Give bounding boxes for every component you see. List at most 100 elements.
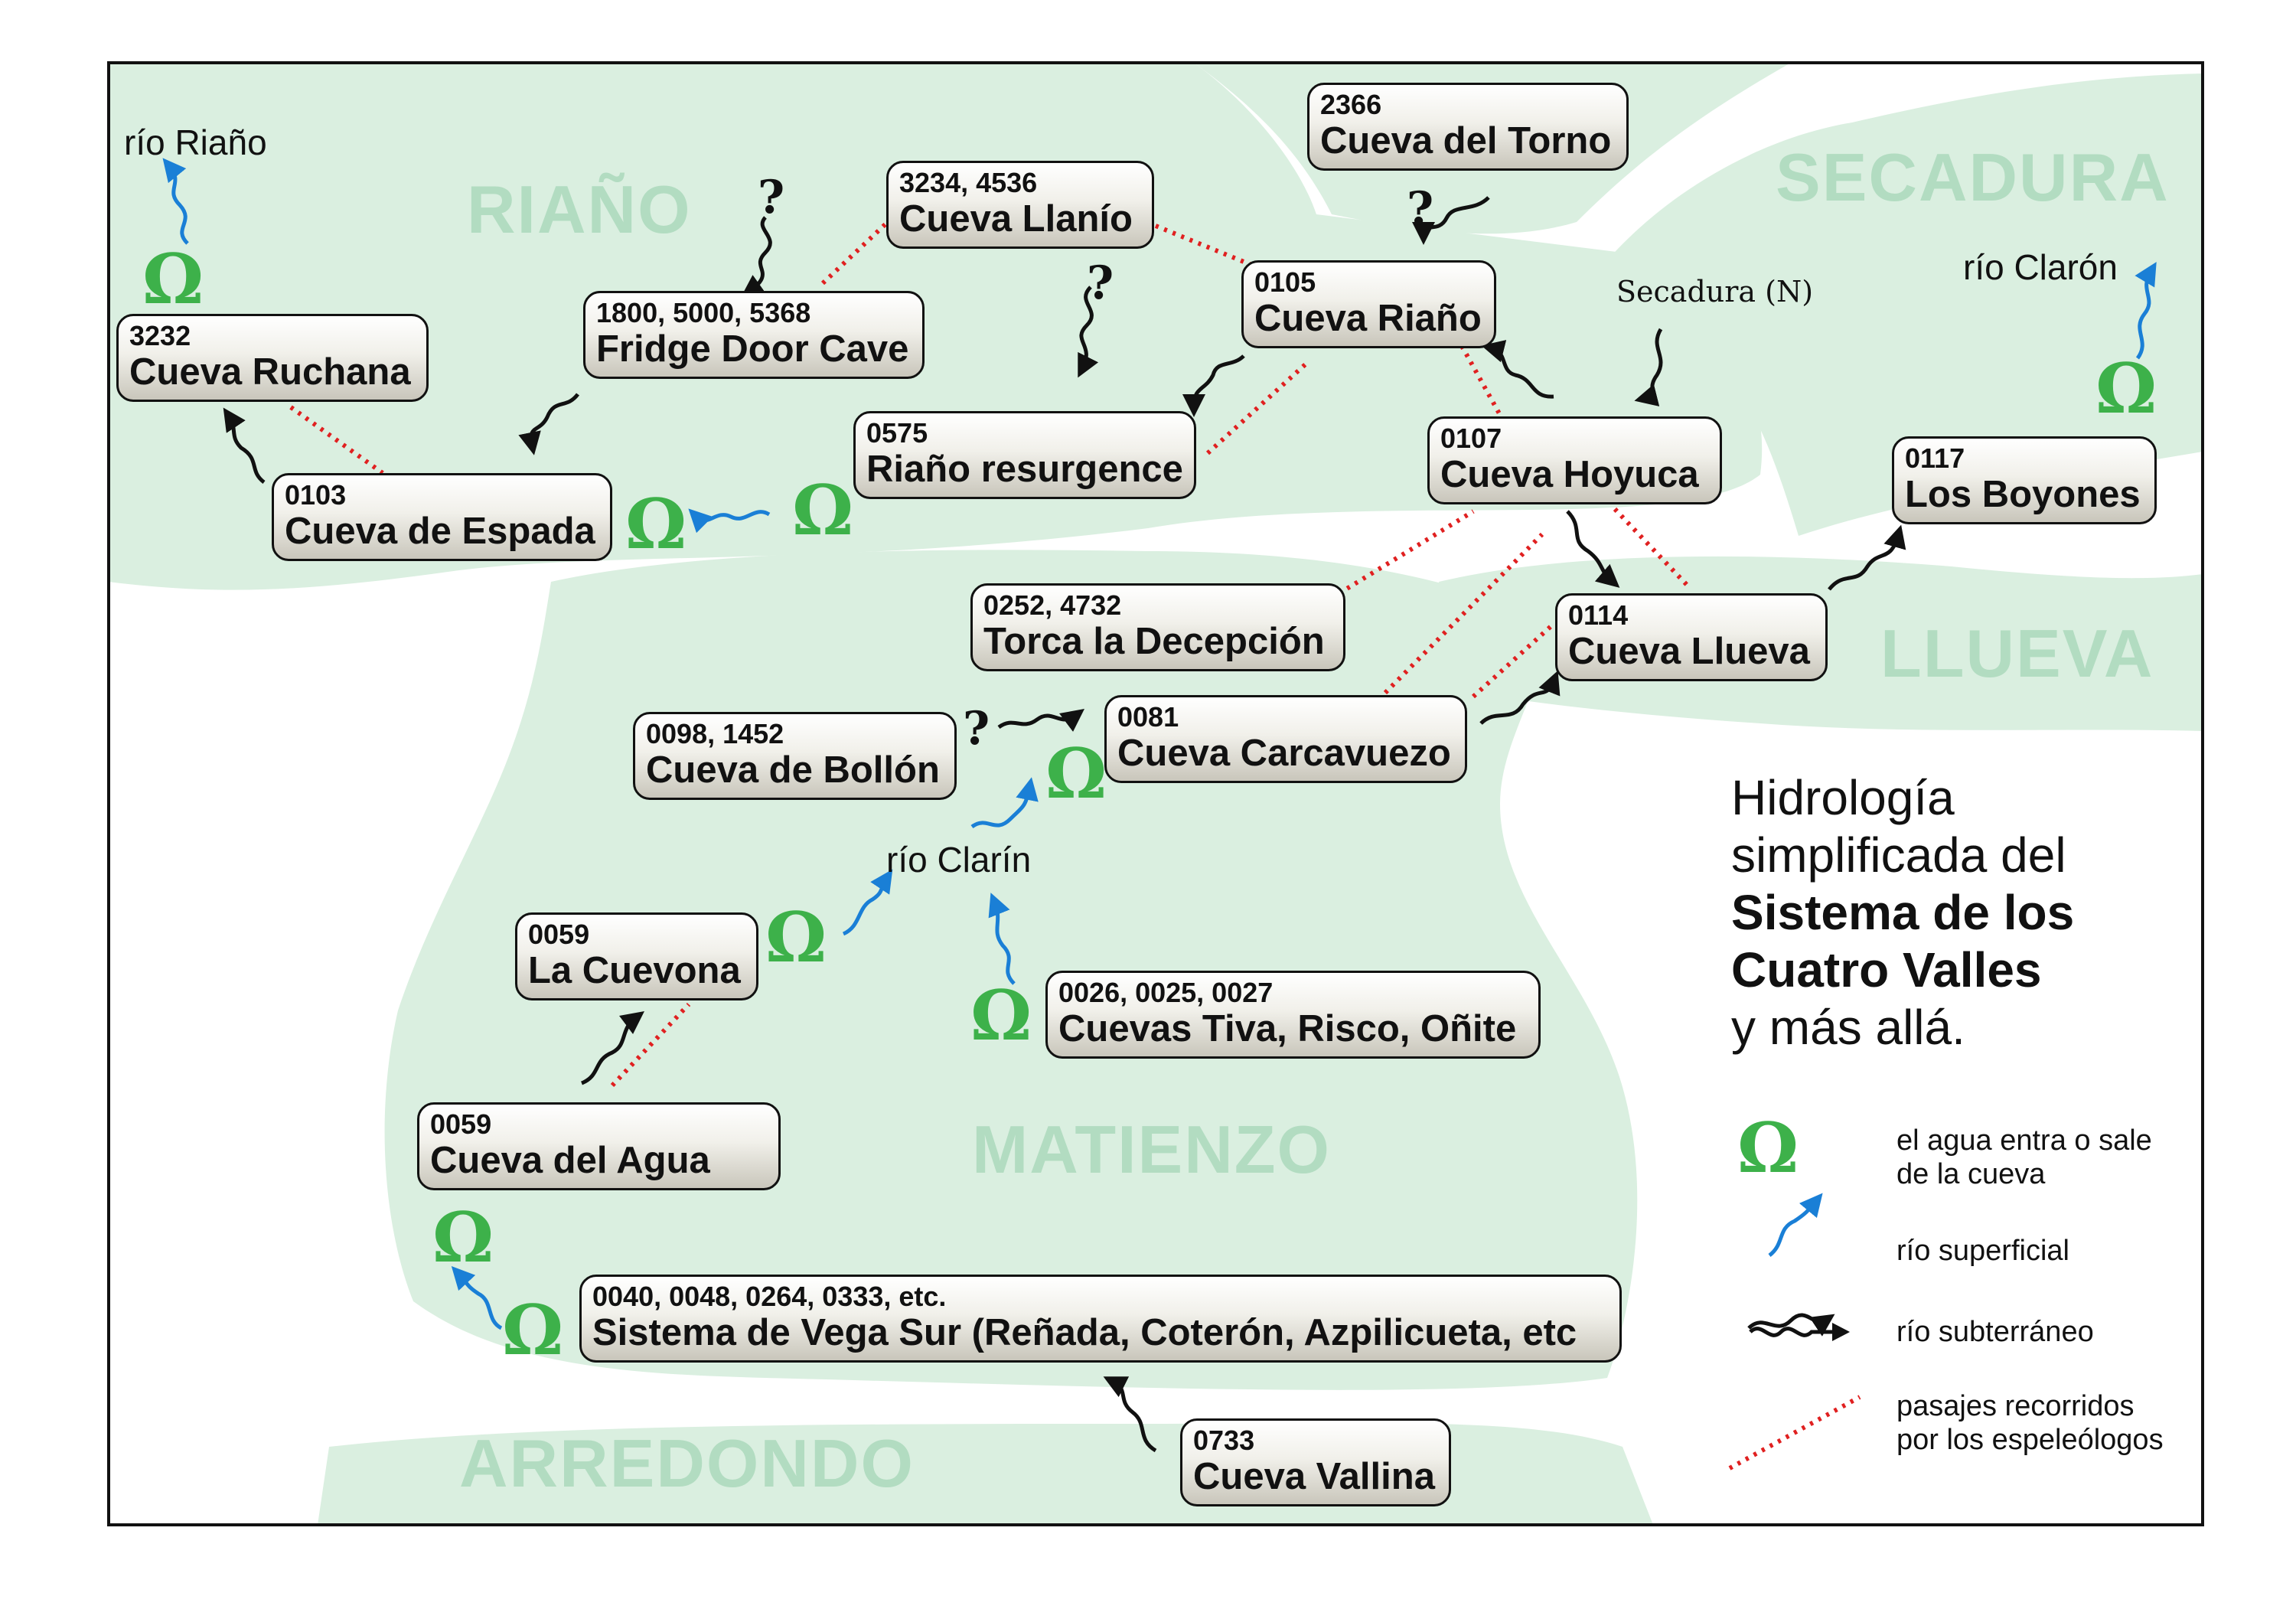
- legend-omega-icon: Ω: [1737, 1108, 1799, 1189]
- cave-cueva-de-bollon[interactable]: 0098, 1452 Cueva de Bollón: [633, 712, 957, 800]
- legend-title: Hidrología simplificada del Sistema de l…: [1731, 769, 2074, 1056]
- cave-fridge-door-cave[interactable]: 1800, 5000, 5368 Fridge Door Cave: [583, 291, 925, 379]
- cave-number: 0081: [1117, 701, 1179, 733]
- underground-rivers: [223, 196, 1906, 1453]
- legend-title-line: Hidrología: [1731, 770, 1955, 825]
- underground-river-arrow: [1566, 510, 1620, 588]
- passage-line: [1383, 532, 1544, 695]
- underground-river-arrow: [1479, 671, 1561, 725]
- river-label-clarin: río Clarín: [886, 840, 1032, 880]
- surface-river-arrow: [451, 1265, 503, 1330]
- cave-number: 0733: [1193, 1425, 1255, 1456]
- cave-name: Cueva Llueva: [1568, 631, 1810, 672]
- cave-cueva-vallina[interactable]: 0733 Cueva Vallina: [1180, 1418, 1451, 1506]
- omega-icon: Ω: [1045, 733, 1107, 814]
- question-mark: ?: [758, 171, 785, 224]
- cave-number: 0252, 4732: [983, 589, 1122, 621]
- legend-omega-line: de la cueva: [1896, 1158, 2046, 1190]
- omega-icon: Ω: [792, 470, 854, 551]
- legend-passages-text: pasajes recorridos por los espeleólogos: [1896, 1389, 2164, 1457]
- surface-river-arrow: [988, 893, 1016, 985]
- cave-name: Cueva del Agua: [430, 1140, 710, 1181]
- region-riano: RIAÑO: [467, 171, 692, 247]
- cave-number: 1800, 5000, 5368: [596, 297, 811, 328]
- cave-name: Cueva de Bollón: [646, 749, 940, 791]
- cave-number: 0107: [1440, 423, 1502, 454]
- cave-number: 0040, 0048, 0264, 0333, etc.: [592, 1281, 947, 1312]
- cave-sistema-de-vega-sur[interactable]: 0040, 0048, 0264, 0333, etc. Sistema de …: [579, 1275, 1622, 1363]
- cave-torca-la-decepcion[interactable]: 0252, 4732 Torca la Decepción: [970, 583, 1345, 671]
- passage-line: [1338, 509, 1475, 596]
- legend-passages-line: pasajes recorridos: [1896, 1390, 2135, 1422]
- cave-name: Cueva Riaño: [1254, 298, 1482, 339]
- underground-river-arrow: [1747, 1313, 1835, 1337]
- cave-name: Los Boyones: [1905, 474, 2141, 515]
- omega-icon: Ω: [625, 484, 687, 565]
- cave-number: 0059: [528, 919, 590, 950]
- passage-line: [610, 1002, 691, 1088]
- omega-icon: Ω: [142, 239, 204, 320]
- question-mark: ?: [1087, 256, 1114, 310]
- cave-cueva-carcavuezo[interactable]: 0081 Cueva Carcavuezo: [1104, 695, 1467, 783]
- cave-cueva-hoyuca[interactable]: 0107 Cueva Hoyuca: [1427, 416, 1722, 504]
- map-frame: [107, 61, 2204, 1526]
- legend-passage-sample: [1728, 1395, 1861, 1470]
- cave-name: Fridge Door Cave: [596, 328, 909, 370]
- surface-river-arrow: [688, 508, 771, 534]
- surface-river-arrow: [970, 777, 1039, 829]
- river-label-secadura-n: Secadura (N): [1616, 275, 1814, 308]
- cave-number: 0026, 0025, 0027: [1058, 977, 1274, 1008]
- cave-cueva-llanio[interactable]: 3234, 4536 Cueva Llanío: [886, 161, 1154, 249]
- cave-number: 0059: [430, 1108, 492, 1140]
- underground-river-arrow: [1078, 286, 1099, 378]
- cave-number: 0105: [1254, 266, 1316, 298]
- legend-passages-line: por los espeleólogos: [1896, 1424, 2164, 1456]
- surface-river-arrow: [162, 158, 189, 245]
- underground-river-arrow: [223, 407, 266, 484]
- question-mark: ?: [963, 702, 990, 756]
- surface-rivers: [162, 158, 2157, 1330]
- cave-number: 2366: [1320, 89, 1382, 120]
- omega-icon: Ω: [2095, 348, 2157, 429]
- cave-cueva-de-espada[interactable]: 0103 Cueva de Espada: [272, 473, 612, 561]
- river-label-riano: río Riaño: [124, 122, 267, 162]
- region-llueva: LLUEVA: [1880, 615, 2154, 691]
- cave-cueva-riano[interactable]: 0105 Cueva Riaño: [1241, 260, 1496, 348]
- underground-river-arrow: [1412, 196, 1490, 245]
- passages: [289, 220, 1690, 1088]
- cave-name: Cueva Ruchana: [129, 351, 411, 393]
- cave-name: La Cuevona: [528, 950, 741, 991]
- cave-name: Riaño resurgence: [866, 449, 1183, 490]
- cave-cueva-del-torno[interactable]: 2366 Cueva del Torno: [1307, 83, 1629, 171]
- cave-number: 0114: [1568, 599, 1629, 631]
- cave-name: Cueva Llanío: [899, 198, 1133, 240]
- cave-name: Cueva de Espada: [285, 511, 595, 552]
- cave-cueva-ruchana[interactable]: 3232 Cueva Ruchana: [116, 314, 429, 402]
- cave-number: 0575: [866, 417, 928, 449]
- legend-title-line: simplificada del: [1731, 827, 2066, 883]
- region-arredondo: ARREDONDO: [459, 1425, 915, 1501]
- cave-name: Torca la Decepción: [983, 621, 1325, 662]
- cave-number: 0117: [1905, 442, 1965, 474]
- underground-river-arrow: [1481, 340, 1554, 399]
- underground-river-arrow: [580, 1010, 644, 1085]
- cave-number: 3232: [129, 320, 191, 351]
- cave-la-cuevona[interactable]: 0059 La Cuevona: [515, 912, 758, 1000]
- underground-river-arrow: [1182, 354, 1245, 417]
- cave-number: 0098, 1452: [646, 718, 784, 749]
- underground-river-arrow: [997, 709, 1085, 732]
- legend-title-line: Sistema de los: [1731, 885, 2075, 940]
- underground-river-arrow: [1634, 328, 1663, 406]
- cave-cueva-llueva[interactable]: 0114 Cueva Llueva: [1555, 593, 1828, 681]
- passage-line: [820, 220, 890, 286]
- cave-cueva-del-agua[interactable]: 0059 Cueva del Agua: [417, 1102, 781, 1190]
- surface-river-arrow: [842, 869, 893, 936]
- legend-omega-text: el agua entra o sale de la cueva: [1896, 1124, 2152, 1191]
- cave-los-boyones[interactable]: 0117 Los Boyones: [1892, 436, 2157, 524]
- cave-cuevas-tiva-risco-onite[interactable]: 0026, 0025, 0027 Cuevas Tiva, Risco, Oñi…: [1045, 971, 1541, 1059]
- question-mark: ?: [1407, 182, 1434, 236]
- legend-underground-river-text: río subterráneo: [1896, 1316, 2094, 1348]
- cave-riano-resurgence[interactable]: 0575 Riaño resurgence: [853, 411, 1196, 499]
- cave-number: 3234, 4536: [899, 167, 1038, 198]
